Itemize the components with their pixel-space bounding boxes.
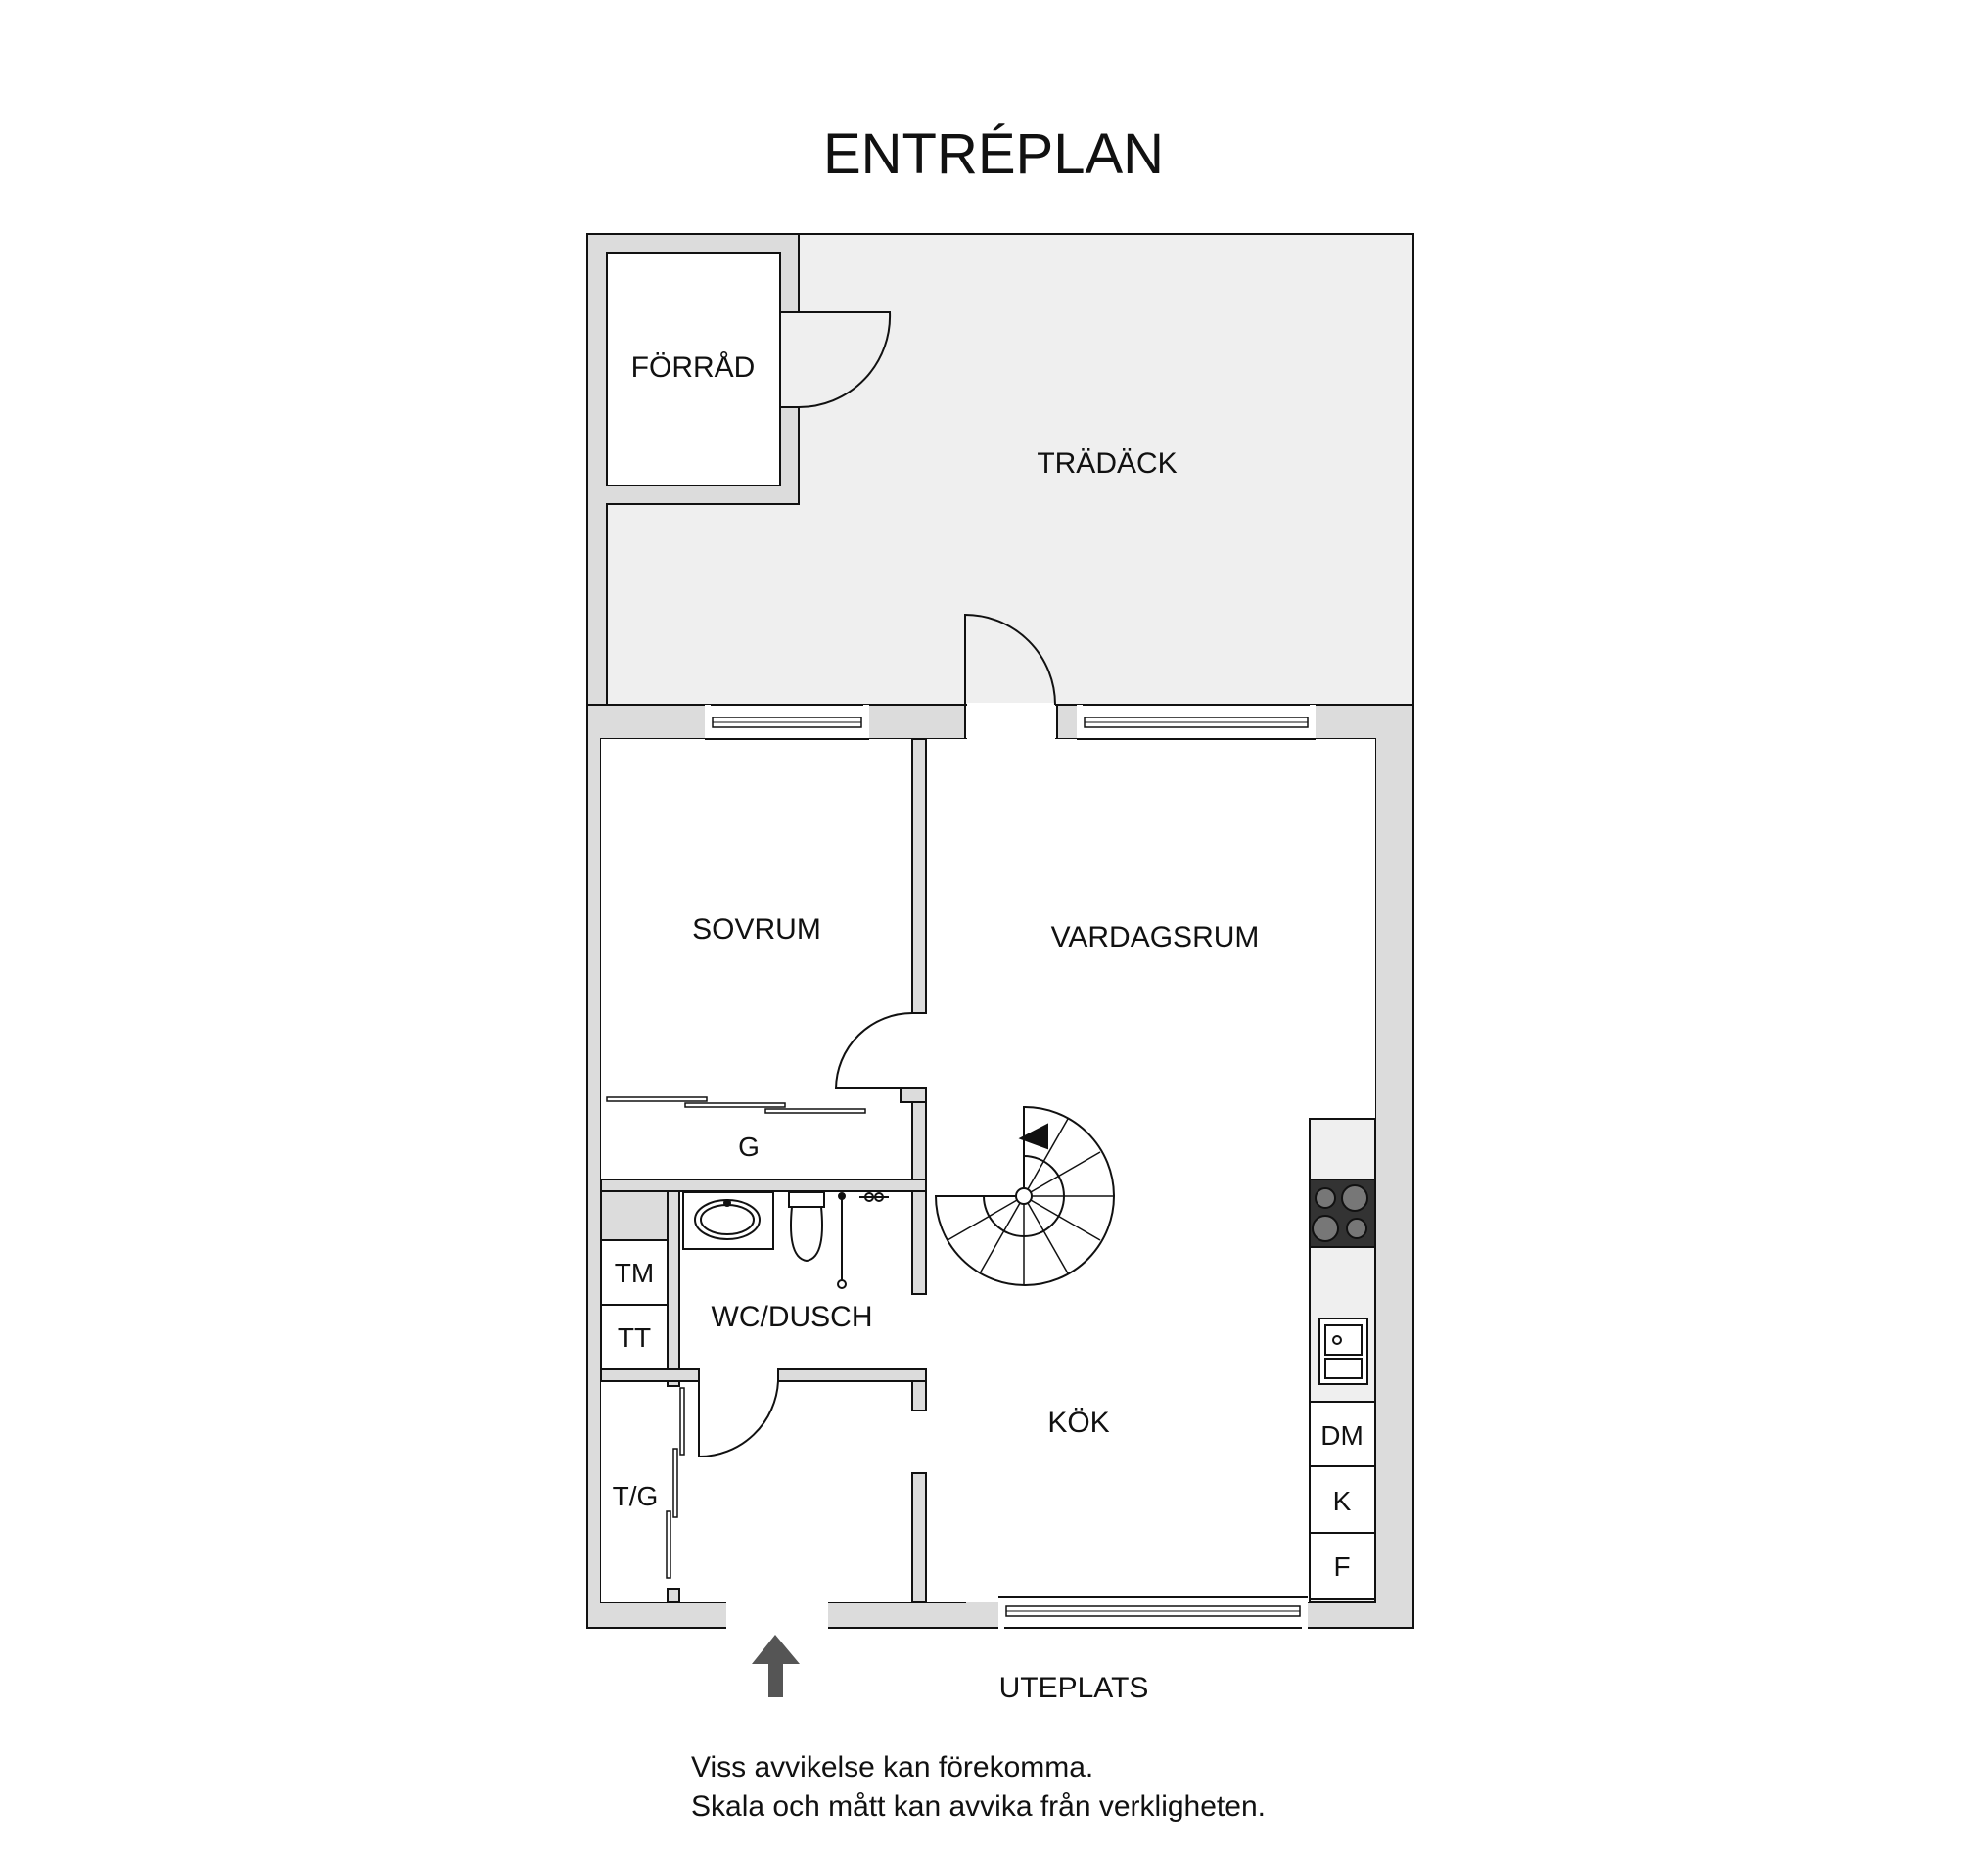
kitchen-counter (1309, 1118, 1376, 1603)
window-kok (998, 1596, 1308, 1631)
door-wc (698, 1380, 779, 1458)
label-tradack: TRÄDÄCK (1037, 447, 1177, 480)
window-sovrum (705, 704, 869, 740)
label-tg: T/G (613, 1481, 659, 1511)
label-sovrum: SOVRUM (692, 913, 821, 946)
label-tt: TT (618, 1322, 651, 1353)
plan-title: ENTRÉPLAN (823, 122, 1164, 186)
label-kok: KÖK (1047, 1407, 1109, 1439)
deck (586, 233, 1414, 706)
wardrobe-g-doors (606, 1096, 866, 1114)
label-wc-dusch: WC/DUSCH (712, 1301, 873, 1333)
label-forrad: FÖRRÅD (631, 351, 756, 384)
spiral-staircase (934, 1105, 1115, 1286)
label-vardagsrum: VARDAGSRUM (1051, 921, 1260, 953)
interior-walls (600, 738, 927, 1603)
wardrobe-tg-doors (666, 1387, 685, 1579)
label-k: K (1333, 1486, 1352, 1516)
laundry-units (600, 1239, 669, 1370)
window-vardagsrum (1077, 704, 1316, 740)
label-uteplats: UTEPLATS (999, 1672, 1149, 1704)
entrance-arrow-icon (752, 1635, 800, 1697)
label-tm: TM (615, 1258, 654, 1288)
disclaimer-line-2: Skala och mått kan avvika från verklighe… (691, 1790, 1266, 1823)
wc-fixtures (682, 1191, 889, 1289)
door-sovrum (834, 1012, 913, 1089)
label-g: G (738, 1132, 760, 1162)
label-f: F (1333, 1551, 1350, 1582)
disclaimer-line-1: Viss avvikelse kan förekomma. (691, 1751, 1093, 1783)
house-walls (586, 613, 1414, 1631)
label-dm: DM (1320, 1420, 1364, 1451)
